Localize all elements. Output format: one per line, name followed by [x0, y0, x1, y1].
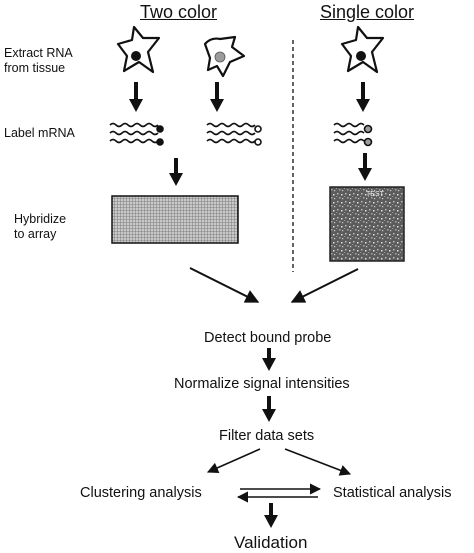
step-label-mrna: Label mRNA [4, 126, 75, 140]
cell-two-color-a [116, 25, 161, 74]
arrow-filter-to-statistical [284, 448, 352, 476]
flow-filter-data-sets: Filter data sets [219, 428, 315, 444]
array-two-color [111, 195, 239, 244]
header-single-color: Single color [320, 2, 415, 22]
step-extract-line2: from tissue [4, 61, 66, 75]
cell-single-color [340, 25, 385, 74]
array-test-label: TEST [366, 191, 385, 198]
flow-statistical-analysis: Statistical analysis [333, 485, 452, 501]
step-hybridize-line1: Hybridize [14, 212, 67, 226]
arrow-label-to-array [169, 153, 372, 186]
cell-two-color-b [203, 35, 246, 78]
flow-clustering-analysis: Clustering analysis [80, 485, 202, 501]
labeled-mrna-two-color-b [206, 122, 262, 146]
header-two-color: Two color [140, 2, 218, 22]
labeled-mrna-two-color-a [109, 122, 164, 146]
arrow-extract-to-label [129, 82, 370, 112]
step-extract-line1: Extract RNA [4, 46, 73, 60]
flow-validation: Validation [234, 533, 308, 552]
arrow-two-color-to-detect [189, 267, 260, 303]
arrow-single-color-to-detect [290, 268, 359, 303]
arrow-filter-to-clustering [206, 448, 261, 474]
labeled-mrna-single-color [333, 122, 373, 147]
step-hybridize-line2: to array [14, 227, 57, 241]
flow-detect-bound-probe: Detect bound probe [204, 330, 332, 346]
array-single-color [329, 186, 405, 262]
flow-down-arrows [262, 348, 278, 528]
flow-normalize-signal: Normalize signal intensities [174, 376, 350, 392]
